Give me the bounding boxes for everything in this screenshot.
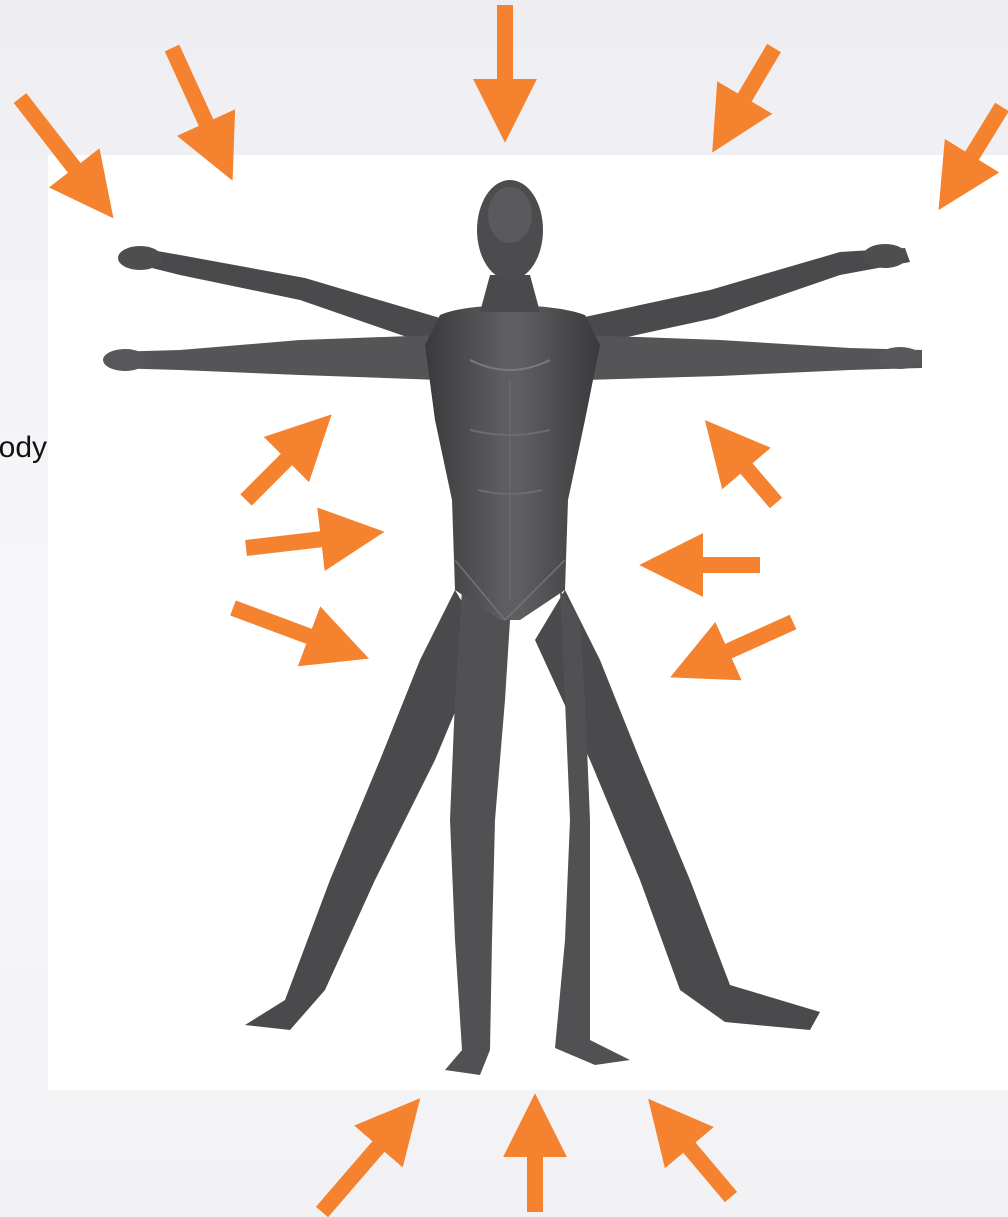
torso bbox=[425, 305, 600, 620]
arrow-icon bbox=[322, 1132, 391, 1212]
arrow-icon bbox=[233, 608, 327, 643]
arrow-icon bbox=[246, 446, 300, 500]
arrow-icon bbox=[962, 107, 1002, 172]
arrow-icon bbox=[735, 48, 774, 114]
neck bbox=[480, 275, 540, 312]
left-leg-spread bbox=[245, 590, 485, 1030]
arrow-icon bbox=[711, 622, 793, 659]
arrow-icon bbox=[677, 1133, 731, 1197]
vitruvian-man-figure bbox=[103, 180, 922, 1075]
arrow-icon bbox=[246, 537, 340, 548]
left-arm-raised bbox=[128, 248, 440, 345]
arrow-icon bbox=[172, 48, 214, 140]
arrow-icon bbox=[734, 454, 776, 503]
arrow-icon bbox=[20, 98, 86, 183]
right-arm-horizontal bbox=[582, 335, 922, 380]
right-arm-raised bbox=[580, 248, 910, 345]
left-arm-horizontal bbox=[110, 335, 440, 380]
